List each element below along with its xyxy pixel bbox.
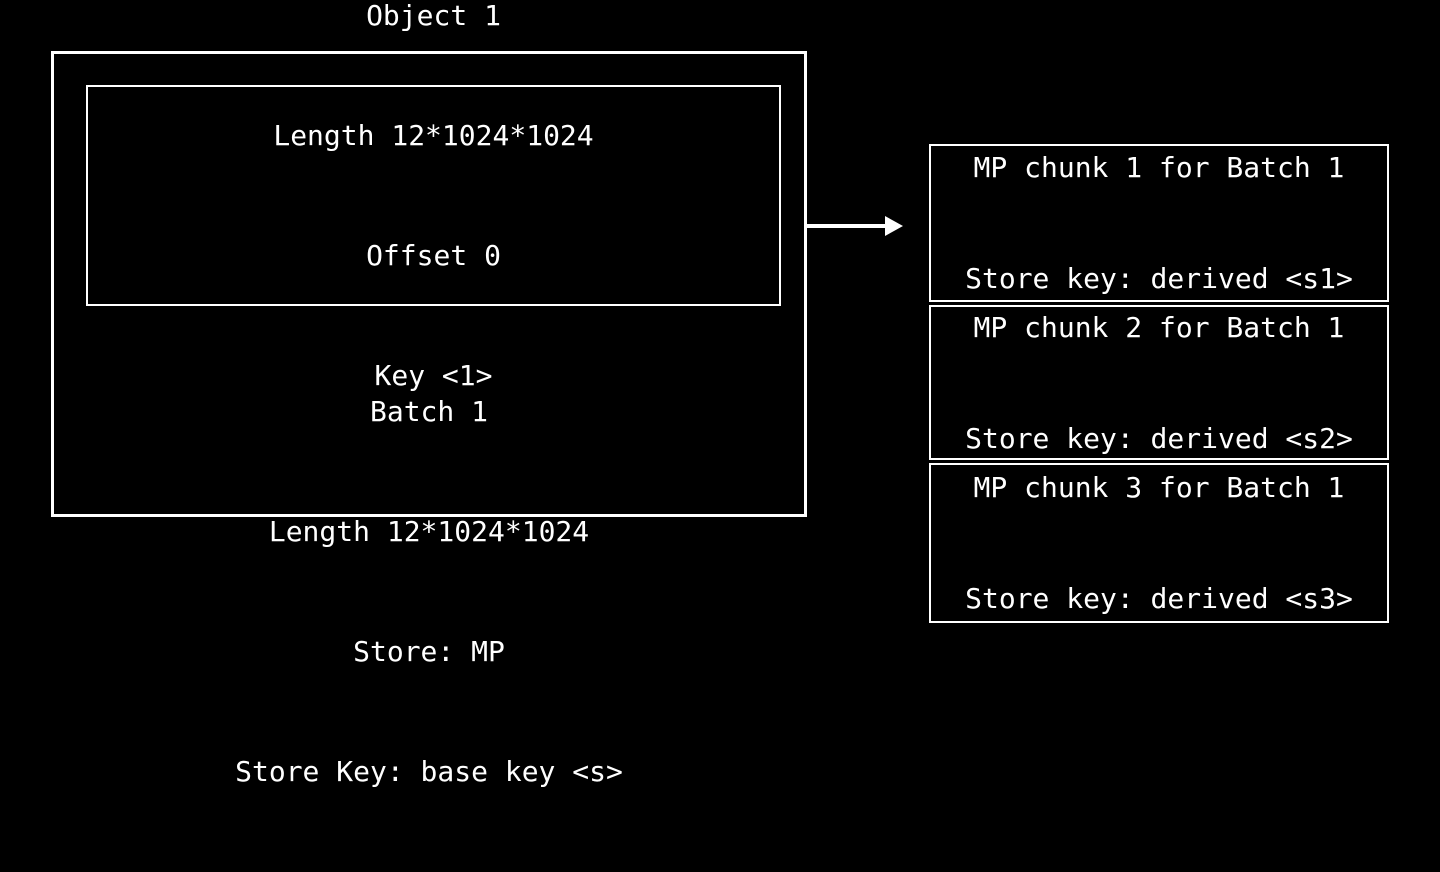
chunk-2-title: MP chunk 2 for Batch 1: [973, 310, 1345, 344]
chunk-1-store-key: Store key: derived <s1>: [965, 262, 1353, 295]
batch-line-store-key: Store Key: base key <s>: [235, 755, 623, 788]
batch-line-length: Length 12*1024*1024: [268, 515, 590, 548]
chunk-2-text-block: MP chunk 2 for Batch 1 Store key: derive…: [965, 235, 1353, 531]
object-box: Object 1 Length 12*1024*1024 Offset 0 Ke…: [86, 0, 781, 392]
batch-text-block: Batch 1 Length 12*1024*1024 Store: MP St…: [235, 312, 623, 872]
chunk-3-text-block: MP chunk 3 for Batch 1 Store key: derive…: [965, 395, 1353, 691]
batch-container-box: Object 1 Length 12*1024*1024 Offset 0 Ke…: [51, 0, 807, 788]
chunk-box-2: MP chunk 2 for Batch 1 Store key: derive…: [929, 305, 1389, 460]
batch-text-wrapper: Batch 1 Length 12*1024*1024 Store: MP St…: [54, 312, 804, 872]
object-line-length: Length 12*1024*1024: [273, 118, 594, 152]
object-text-block: Object 1 Length 12*1024*1024 Offset 0 Ke…: [273, 0, 593, 476]
diagram-canvas: Object 1 Length 12*1024*1024 Offset 0 Ke…: [51, 0, 1389, 788]
chunk-3-store-key: Store key: derived <s3>: [965, 582, 1353, 615]
arrow-right-icon: [807, 213, 905, 239]
chunk-1-text-block: MP chunk 1 for Batch 1 Store key: derive…: [965, 75, 1353, 371]
chunk-1-title: MP chunk 1 for Batch 1: [973, 151, 1345, 184]
batch-line-title: Batch 1: [369, 395, 488, 428]
object-line-key: Key <1>: [374, 358, 493, 392]
chunk-3-title: MP chunk 3 for Batch 1: [973, 471, 1345, 504]
object-line-title: Object 1: [366, 0, 501, 32]
chunk-2-store-key: Store key: derived <s2>: [965, 421, 1353, 455]
chunk-stack: MP chunk 1 for Batch 1 Store key: derive…: [929, 144, 1389, 623]
chunk-box-1: MP chunk 1 for Batch 1 Store key: derive…: [929, 144, 1389, 302]
object-line-offset: Offset 0: [366, 238, 501, 272]
batch-line-store: Store: MP: [353, 635, 505, 668]
chunk-box-3: MP chunk 3 for Batch 1 Store key: derive…: [929, 463, 1389, 623]
